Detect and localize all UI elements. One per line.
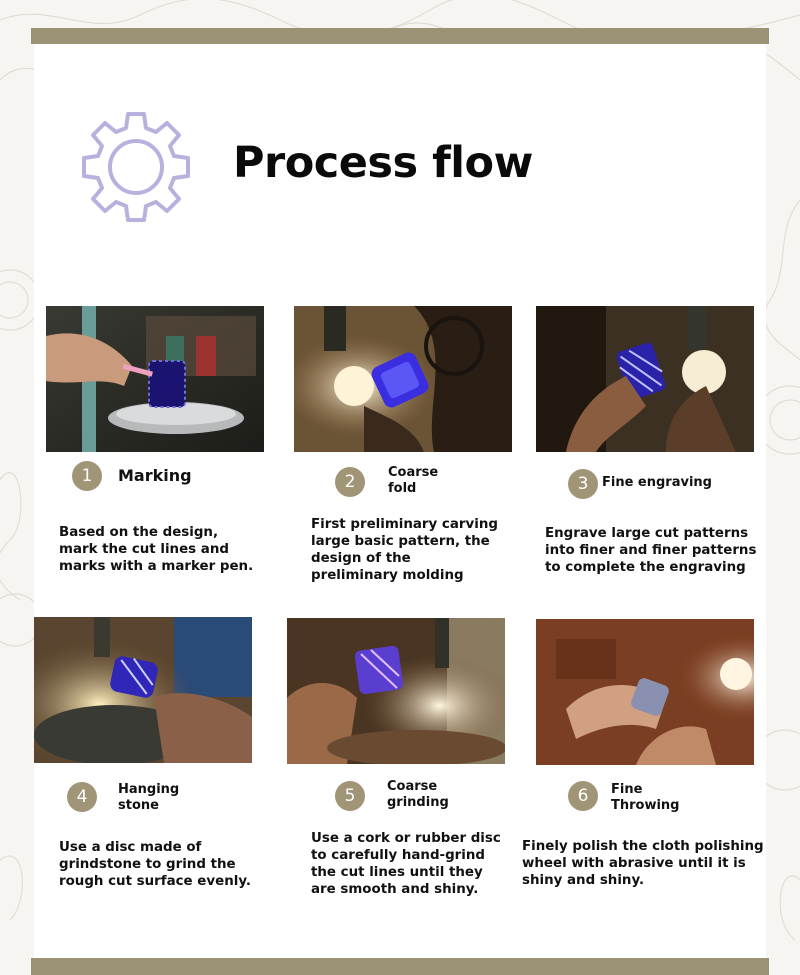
step-number-badge: 6 xyxy=(568,781,598,811)
step-title: Marking xyxy=(118,466,192,485)
photo-step-4 xyxy=(34,617,252,763)
photo-step-6 xyxy=(536,619,754,765)
photo-step-2 xyxy=(294,306,512,452)
content-sheet xyxy=(34,44,766,958)
photo-step-5 xyxy=(287,618,505,764)
step-title: Fine engraving xyxy=(602,475,712,490)
step-description: Use a disc made of grindstone to grind t… xyxy=(59,840,251,889)
photo-step-1 xyxy=(46,306,264,452)
gear-icon xyxy=(82,112,190,222)
step-description: Finely polish the cloth polishing wheel … xyxy=(522,839,764,888)
step-number-badge: 4 xyxy=(67,782,97,812)
bottom-band xyxy=(31,958,769,975)
step-title: Coarse grinding xyxy=(387,779,449,810)
step-title: Coarse fold xyxy=(388,465,439,496)
step-description: First preliminary carving large basic pa… xyxy=(311,517,498,583)
step-description: Engrave large cut patterns into finer an… xyxy=(545,526,757,575)
step-description: Use a cork or rubber disc to carefully h… xyxy=(311,831,501,897)
step-description: Based on the design, mark the cut lines … xyxy=(59,525,254,574)
photo-step-3 xyxy=(536,306,754,452)
step-number-badge: 1 xyxy=(72,461,102,491)
step-title: Hanging stone xyxy=(118,782,180,813)
step-number-badge: 5 xyxy=(335,781,365,811)
step-number-badge: 3 xyxy=(568,469,598,499)
step-number-badge: 2 xyxy=(335,467,365,497)
step-title: Fine Throwing xyxy=(611,782,680,813)
page-title: Process flow xyxy=(233,138,533,188)
top-band xyxy=(31,28,769,44)
